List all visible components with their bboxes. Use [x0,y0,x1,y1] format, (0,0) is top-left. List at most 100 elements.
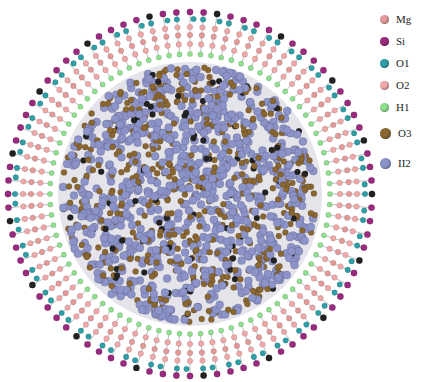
chain-atom [187,373,193,379]
chain-atom [53,67,59,73]
chain-atom [117,313,122,318]
chain-atom [177,52,182,57]
chain-atom [304,322,310,328]
chain-atom [291,322,297,328]
core-atom [104,218,112,226]
chain-atom [114,32,120,38]
core-atom [219,282,227,290]
core-atom [242,287,250,295]
core-atom [89,110,95,116]
chain-atom [351,131,357,137]
chain-bond [284,295,314,327]
core-atom [281,159,287,165]
core-atom [210,80,216,86]
core-atom [261,111,267,117]
core-atom [260,166,268,174]
chain-atom [177,331,182,336]
chain-atom [117,70,122,75]
core-atom [150,84,156,90]
chain-bond [21,244,62,260]
core-atom [193,247,199,253]
chain-atom [85,301,91,307]
chain-atom [35,144,41,150]
chain-atom [23,112,29,118]
core-atom [222,139,228,145]
core-atom [175,93,181,99]
chain-atom [51,160,56,165]
chain-atom [256,335,262,341]
core-atom [231,175,237,181]
chain-atom [242,331,248,337]
chain-atom [361,244,367,250]
core-atom [257,177,263,183]
core-atom [232,267,238,273]
chain-atom [290,287,295,292]
chain-atom [187,41,193,47]
core-atom [185,311,191,317]
core-atom [70,192,78,200]
chain-atom [187,24,193,30]
chain-bond [111,318,130,358]
chain-bond [13,154,56,164]
core-atom [243,146,251,154]
core-atom [128,221,136,229]
core-atom [204,182,212,190]
core-atom [283,126,291,134]
chain-atom [50,112,56,118]
chain-bond [268,44,293,80]
core-atom [179,288,187,296]
chain-bond [276,52,304,86]
chain-atom [30,168,36,174]
chain-atom [239,322,244,327]
core-atom [283,186,289,192]
chain-atom [156,328,161,333]
chain-atom [352,216,358,222]
core-atom [204,85,212,93]
core-atom [118,169,124,175]
chain-atom [251,354,257,360]
chain-atom [20,191,26,197]
chain-atom [267,54,273,60]
chain-atom [200,9,206,15]
chain-bond [325,225,368,235]
core-atom [167,64,175,72]
chain-atom [5,177,11,183]
chain-atom [7,218,13,224]
chain-bond [319,128,360,144]
chain-atom [275,343,281,349]
core-atom [274,145,280,151]
chain-atom [281,309,287,315]
chain-atom [324,223,329,228]
chain-atom [132,52,138,58]
core-atom [209,112,217,120]
chain-atom [367,218,373,224]
core-atom [124,166,130,172]
chain-atom [13,175,19,181]
core-atom [188,119,194,125]
chain-atom [74,69,80,75]
chain-atom [86,334,92,340]
chain-atom [152,346,158,352]
chain-atom [332,290,338,296]
core-atom [150,146,156,152]
chain-atom [152,36,158,42]
core-atom [199,316,205,322]
core-atom [226,148,232,154]
core-atom [150,192,158,200]
chain-atom [63,57,69,63]
chain-bond [231,326,244,368]
chain-atom [342,156,348,162]
chain-atom [138,32,144,38]
chain-atom [63,276,69,282]
core-atom [72,160,80,168]
chain-atom [351,270,357,276]
chain-atom [281,74,287,80]
chain-atom [136,61,141,66]
core-atom [116,285,124,293]
chain-atom [93,329,99,335]
chain-atom [22,166,28,172]
core-atom [120,252,128,260]
core-atom [109,202,117,210]
chain-atom [162,26,168,32]
chain-bond [314,254,354,273]
